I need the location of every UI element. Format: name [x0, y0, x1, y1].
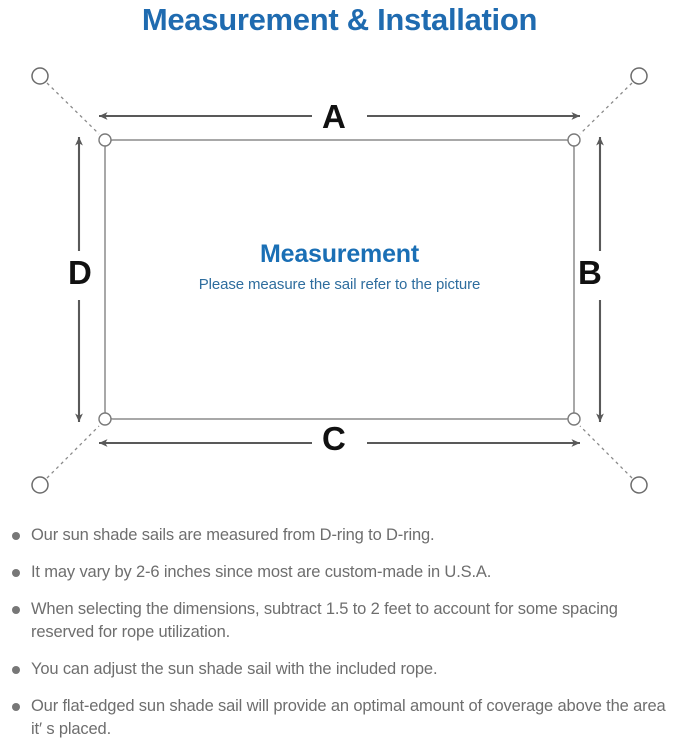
list-item: You can adjust the sun shade sail with t… [12, 658, 672, 681]
dimension-label-d: D [68, 254, 92, 291]
sail-outline [104, 139, 575, 420]
rope-lines [46, 82, 633, 479]
d-ring-top-right [630, 67, 648, 85]
bullet-icon [12, 666, 20, 674]
sail-grommets [98, 133, 581, 426]
grommet-top-left [98, 133, 112, 147]
diagram-center-heading: Measurement [260, 240, 419, 268]
d-ring-bottom-left [31, 476, 49, 494]
list-item: It may vary by 2-6 inches since most are… [12, 561, 672, 584]
grommet-bottom-left [98, 412, 112, 426]
note-text: It may vary by 2-6 inches since most are… [31, 563, 492, 581]
diagram-canvas [31, 67, 648, 494]
bullet-icon [12, 606, 20, 614]
note-text: You can adjust the sun shade sail with t… [31, 660, 438, 678]
d-ring-bottom-right [630, 476, 648, 494]
dimension-label-b: B [578, 254, 602, 291]
notes-list: Our sun shade sails are measured from D-… [12, 524, 672, 755]
diagram-center-subtext: Please measure the sail refer to the pic… [198, 276, 481, 293]
bullet-icon [12, 569, 20, 577]
note-text: When selecting the dimensions, subtract … [31, 600, 618, 641]
grommet-bottom-right [567, 412, 581, 426]
rope-line-top-right [579, 82, 633, 135]
list-item: When selecting the dimensions, subtract … [12, 598, 672, 644]
rope-line-top-left [46, 82, 100, 135]
bullet-icon [12, 532, 20, 540]
dimension-label-a: A [322, 98, 346, 135]
page-title: Measurement & Installation [141, 2, 538, 37]
anchor-d-rings [31, 67, 648, 494]
list-item: Our sun shade sails are measured from D-… [12, 524, 672, 547]
bullet-icon [12, 703, 20, 711]
list-item: Our flat-edged sun shade sail will provi… [12, 695, 672, 741]
rope-line-bottom-left [46, 425, 100, 479]
note-text: Our sun shade sails are measured from D-… [31, 526, 435, 544]
grommet-top-right [567, 133, 581, 147]
note-text: Our flat-edged sun shade sail will provi… [31, 697, 666, 738]
rope-line-bottom-right [579, 425, 633, 479]
d-ring-top-left [31, 67, 49, 85]
shade-sail-measurement-diagram: A B C D Measurement Please measure the s… [0, 48, 679, 513]
dimension-label-c: C [322, 420, 346, 457]
